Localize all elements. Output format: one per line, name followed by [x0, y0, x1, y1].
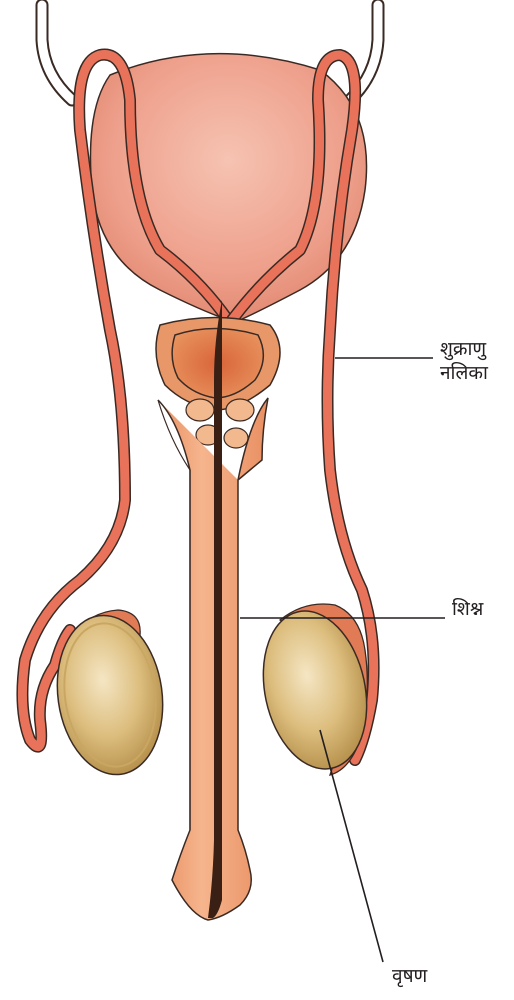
label-sperm-duct: शुक्राणु नलिका	[440, 338, 488, 386]
label-sperm-duct-line2: नलिका	[440, 362, 488, 386]
label-sperm-duct-line1: शुक्राणु	[440, 338, 488, 362]
ureter-left	[42, 5, 72, 100]
label-penis: शिश्न	[452, 598, 483, 622]
penis	[158, 398, 268, 920]
label-testis: वृषण	[392, 965, 427, 989]
